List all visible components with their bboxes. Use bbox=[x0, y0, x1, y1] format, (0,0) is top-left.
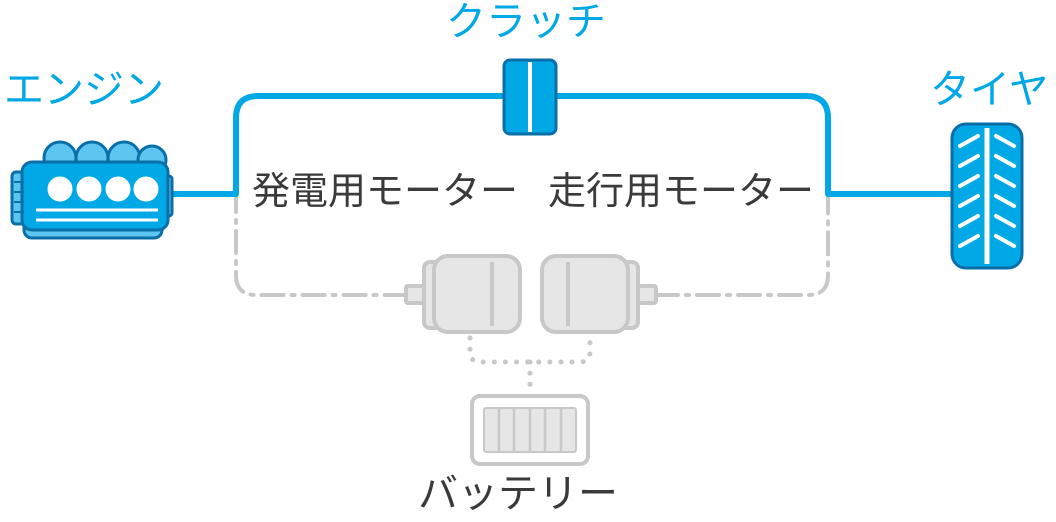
generator-motor-label: 発電用モーター bbox=[252, 169, 519, 213]
generator-dashdot-path bbox=[234, 188, 410, 297]
battery-icon bbox=[470, 394, 590, 466]
clutch-label: クラッチ bbox=[446, 0, 606, 45]
engine-icon bbox=[10, 140, 174, 240]
traction-motor-label: 走行用モーター bbox=[548, 169, 815, 213]
engine-label: エンジン bbox=[4, 67, 164, 113]
inactive-paths bbox=[234, 188, 830, 395]
battery-wiring-dots bbox=[467, 335, 593, 395]
tire-icon bbox=[950, 122, 1024, 270]
clutch-icon bbox=[502, 58, 558, 136]
generator-motor-icon bbox=[404, 254, 522, 334]
traction-motor-icon bbox=[540, 254, 658, 334]
traction-dashdot-path bbox=[654, 193, 830, 297]
tire-label: タイヤ bbox=[930, 67, 1049, 113]
battery-label: バッテリー bbox=[418, 471, 618, 517]
